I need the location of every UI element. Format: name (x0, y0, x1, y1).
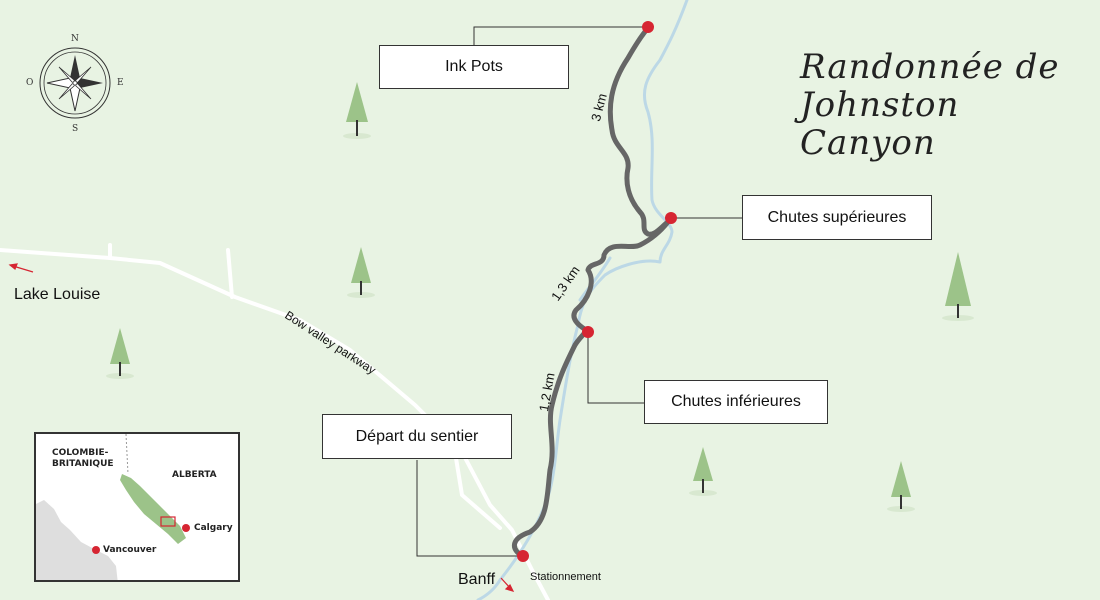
creek-branch (578, 256, 612, 302)
marker-lower-falls (582, 326, 594, 338)
marker-ink-pots (642, 21, 654, 33)
callout-upper-falls[interactable]: Chutes supérieures (742, 195, 932, 240)
inset-island (42, 514, 86, 562)
callout-trailhead[interactable]: Départ du sentier (322, 414, 512, 459)
map-title: Randonnée de Johnston Canyon (800, 47, 1060, 163)
tree-icon (887, 461, 915, 512)
tree-icon (343, 82, 371, 139)
banff-label: Banff (458, 571, 496, 588)
inset-vancouver-dot (92, 546, 100, 554)
marker-upper-falls (665, 212, 677, 224)
inset-canvas (36, 434, 190, 580)
leader-trailhead (416, 460, 522, 557)
tree-icon (689, 447, 717, 496)
inset-coast (36, 500, 118, 580)
inset-bc-label-line1: COLOMBIE- (52, 448, 109, 458)
compass-south-label: S (72, 124, 79, 134)
inset-highlight-box (160, 516, 176, 527)
inset-vancouver-label: Vancouver (103, 545, 157, 555)
trail-segment-lower-upper (571, 209, 671, 333)
arrow-lake-louise-icon (8, 263, 34, 273)
inset-calgary-dot (182, 524, 190, 532)
inset-calgary-label: Calgary (194, 523, 233, 533)
leader-lower-falls (587, 332, 645, 404)
direction-arrows (8, 263, 515, 592)
markers (517, 21, 677, 562)
locator-inset-map: COLOMBIE- BRITANIQUE ALBERTA Calgary Van… (34, 432, 240, 582)
inset-bc-label-line2: BRITANIQUE (52, 459, 114, 469)
inset-bc-label: COLOMBIE- BRITANIQUE (52, 448, 114, 470)
inset-alberta-label: ALBERTA (172, 470, 217, 480)
leader-lines (416, 26, 742, 557)
trail-segment-trailhead-lower (512, 327, 589, 559)
trail (512, 25, 671, 559)
callout-lower-falls[interactable]: Chutes inférieures (644, 380, 828, 424)
lake-louise-label: Lake Louise (14, 286, 101, 303)
tree-icon (942, 252, 974, 321)
compass-west-label: O (26, 78, 34, 88)
inset-border (125, 434, 129, 475)
inset-parks (120, 474, 186, 544)
arrow-banff-icon (500, 577, 515, 592)
tree-icon (347, 247, 375, 298)
side-road-2 (226, 248, 234, 299)
leader-ink-pots (473, 26, 648, 45)
bow-valley-parkway-road (0, 248, 550, 600)
roads (0, 243, 550, 600)
marker-trailhead (517, 550, 529, 562)
compass-north-label: N (71, 34, 79, 44)
trees (106, 82, 974, 512)
trail-segment-upper-inkpots (607, 25, 651, 215)
callout-ink-pots[interactable]: Ink Pots (379, 45, 569, 89)
compass-east-label: E (117, 78, 124, 88)
side-road-3 (453, 450, 502, 530)
tree-icon (106, 328, 134, 379)
compass-rose-icon (39, 47, 111, 119)
parking-label: Stationnement (530, 571, 601, 583)
